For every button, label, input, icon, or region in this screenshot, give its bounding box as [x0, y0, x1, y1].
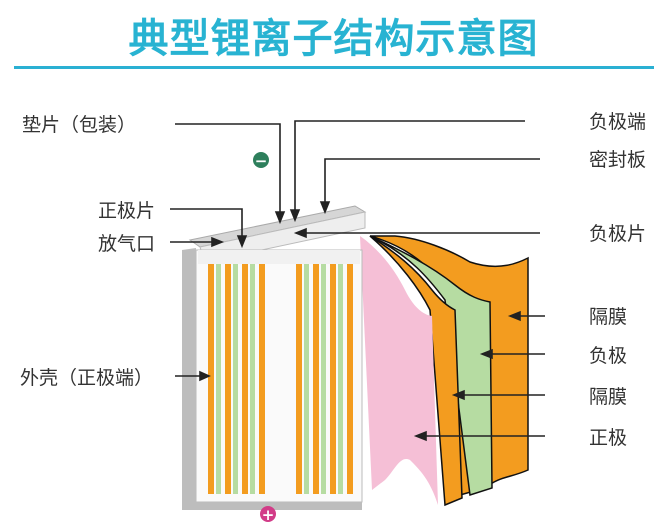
stripe [338, 262, 343, 494]
stripe [313, 262, 319, 494]
seal-plate-arrowhead [319, 201, 331, 215]
stripe [304, 262, 309, 494]
label-negative-electrode: 负极 [589, 345, 628, 367]
stripe [296, 262, 302, 494]
label-seal-plate: 密封板 [589, 149, 647, 171]
stripe [233, 262, 238, 494]
positive-tab-arrowhead [236, 235, 248, 249]
label-shell: 外壳（正极端） [20, 367, 154, 389]
label-gasket: 垫片（包装） [22, 114, 137, 136]
separator-inner-arrowhead [451, 389, 465, 401]
negative-terminal-leader [294, 120, 525, 214]
stripe [225, 262, 231, 494]
diagram-title: 典型锂离子结构示意图 [128, 16, 539, 62]
label-positive-electrode: 正极 [589, 427, 628, 449]
label-separator-inner: 隔膜 [589, 386, 628, 408]
electrode-stripes [208, 262, 353, 494]
negative-symbol-circle [253, 152, 269, 168]
label-positive-tab: 正极片 [98, 200, 156, 222]
stripe [242, 262, 248, 494]
negative-electrode-arrowhead [479, 348, 493, 360]
shell-inner-top-band [198, 250, 360, 264]
label-separator-outer: 隔膜 [589, 306, 628, 328]
shell-arrowhead [199, 370, 211, 382]
vent-arrowhead [211, 236, 225, 248]
positive-symbol: + [262, 506, 275, 524]
stripe [259, 262, 265, 494]
gasket-leader [175, 123, 281, 215]
negative-symbol: − [255, 152, 268, 170]
stripe [330, 262, 336, 494]
gasket-arrowhead [274, 211, 286, 225]
separator-outer-arrowhead [507, 310, 521, 322]
stripe [250, 262, 255, 494]
label-vent: 放气口 [98, 233, 156, 255]
positive-symbol-circle [260, 506, 276, 522]
negative-tab-arrowhead [293, 227, 307, 239]
orange-inner-layer [369, 235, 463, 507]
positive-electrode-arrowhead [413, 430, 427, 442]
seal-plate-leader [324, 158, 540, 205]
label-negative-tab: 负极片 [589, 223, 647, 245]
positive-tab-leader [170, 208, 243, 240]
green-negative-layer [369, 235, 493, 496]
stripe [347, 262, 353, 494]
stripe [208, 262, 214, 494]
negative-terminal-arrowhead [289, 209, 301, 223]
stripe [216, 262, 221, 494]
title-underline [14, 66, 654, 69]
shell-bottom [182, 502, 362, 510]
stripe [321, 262, 326, 494]
label-negative-terminal: 负极端 [589, 111, 647, 133]
